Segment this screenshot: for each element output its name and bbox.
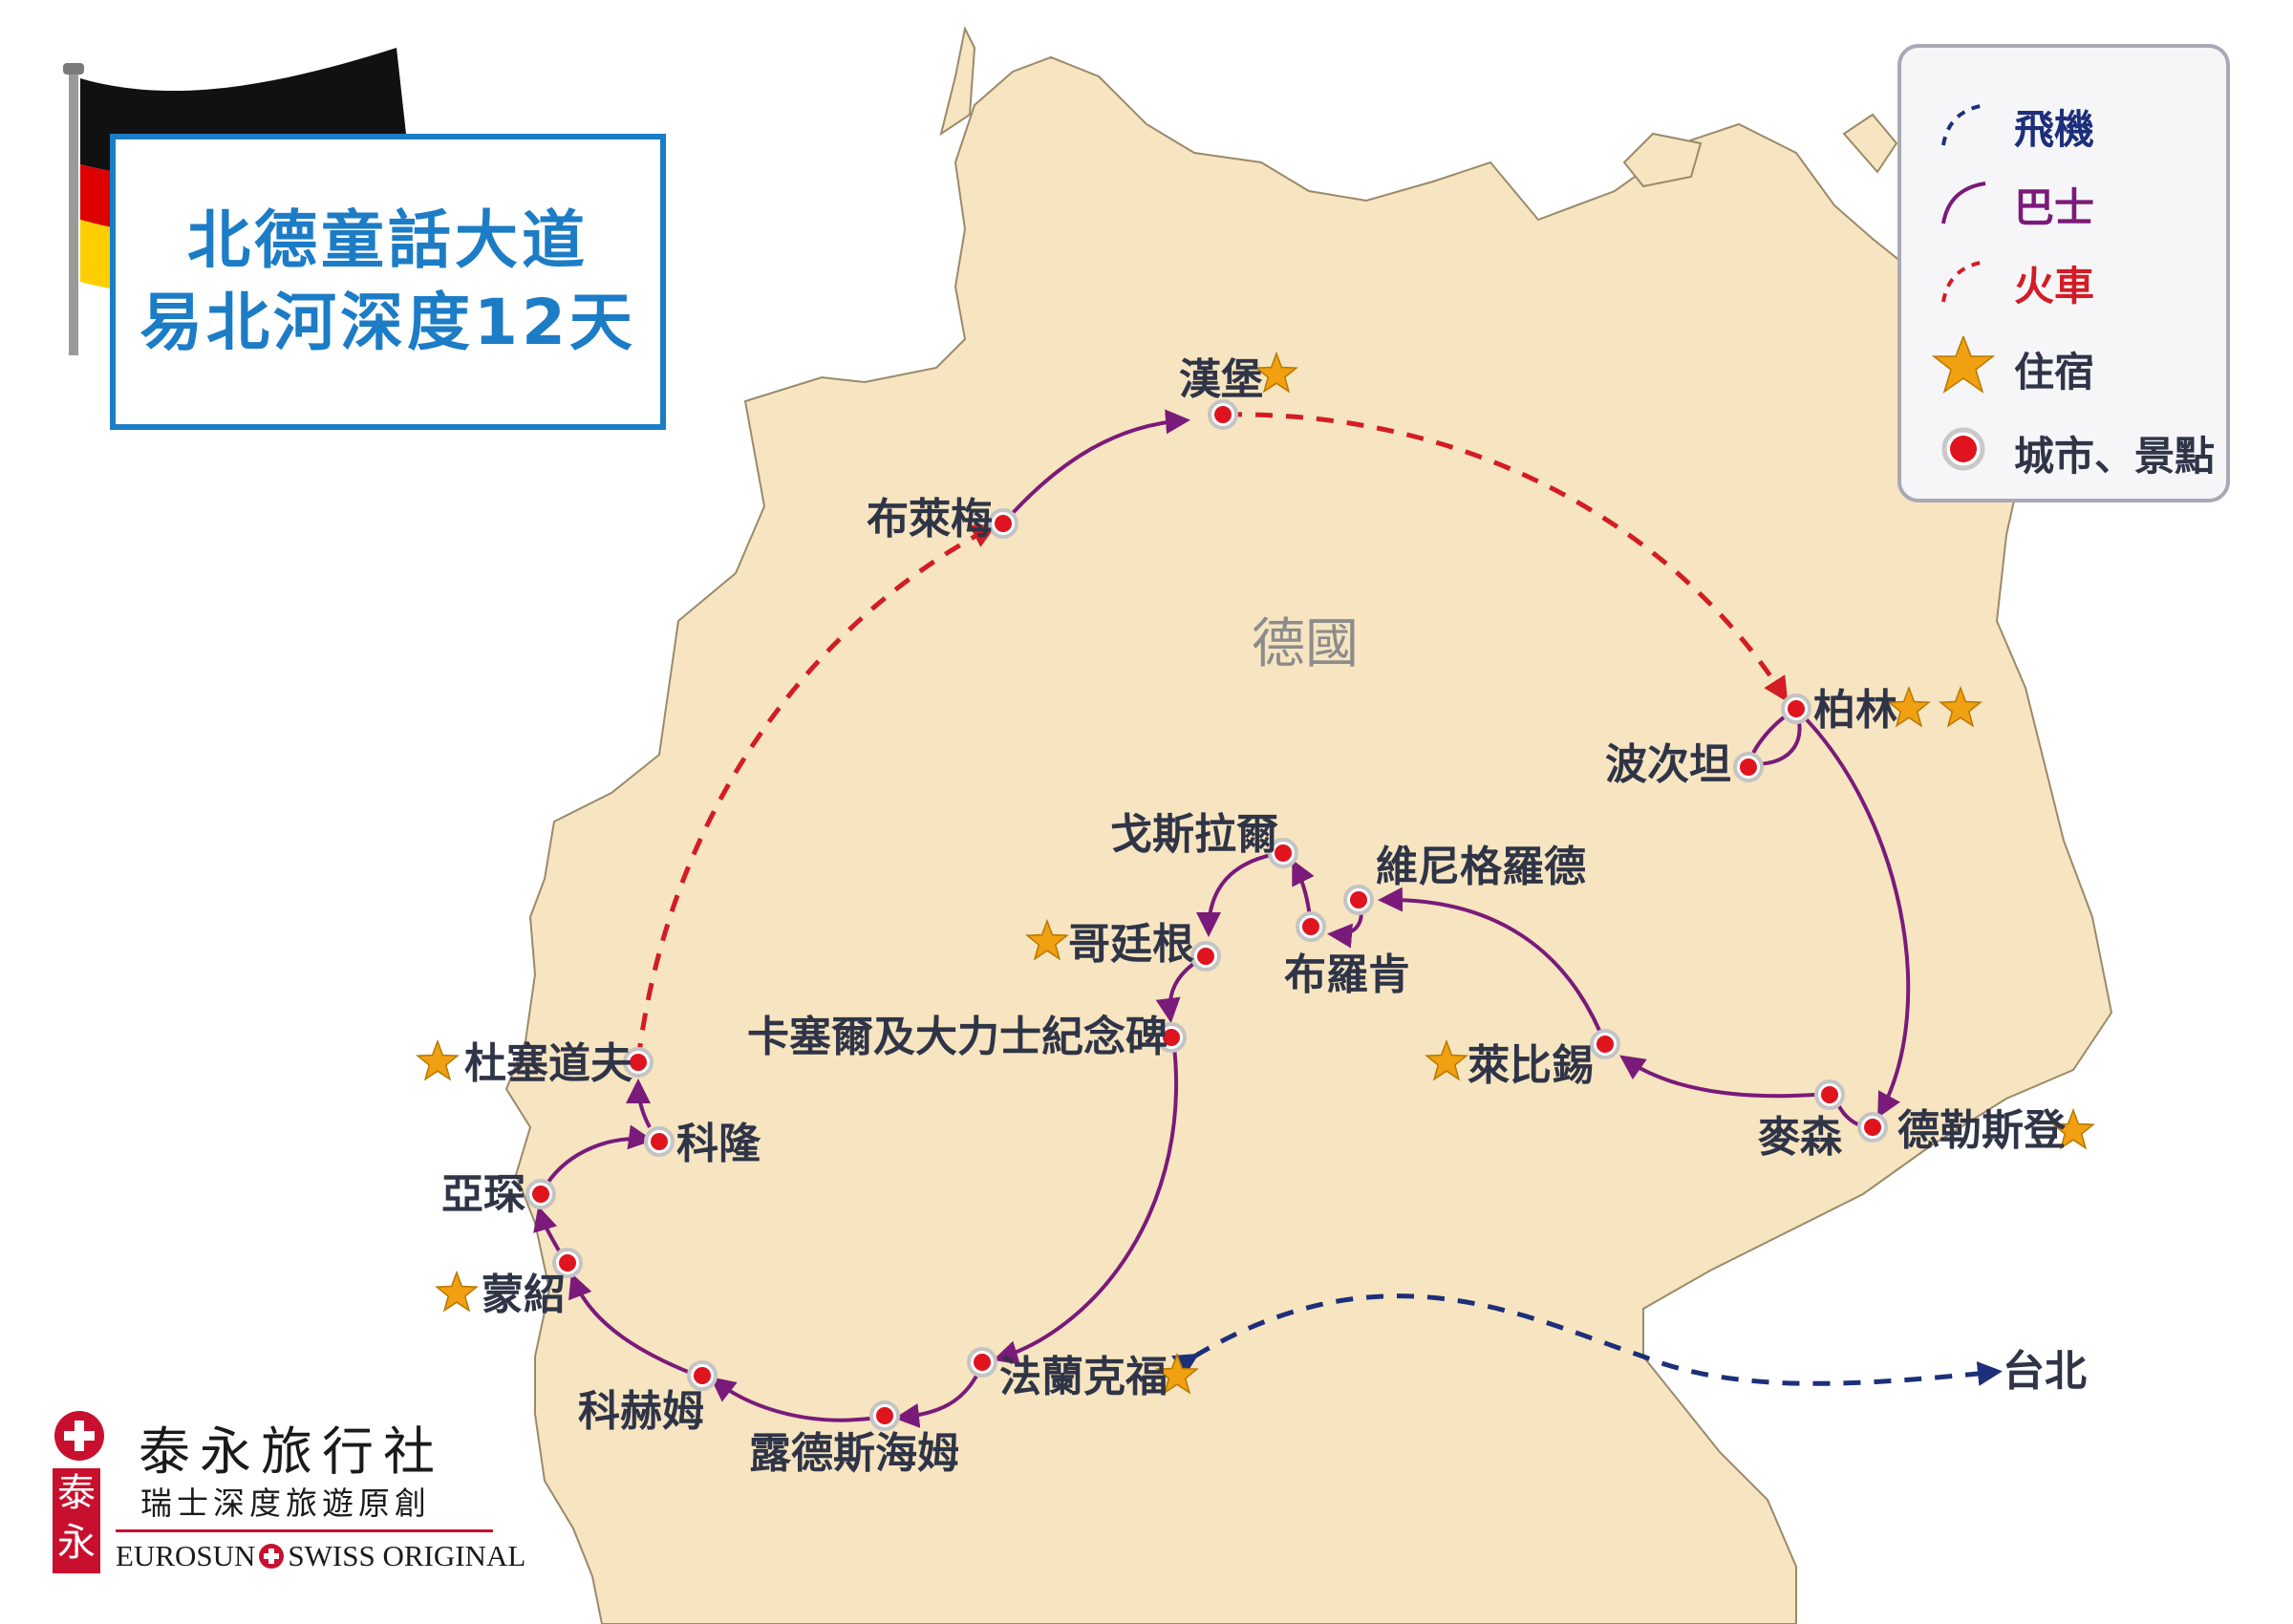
city-dot-leipzig: [1590, 1029, 1620, 1059]
star-icon-leipzig-1: [1425, 1038, 1468, 1081]
train-route-hamburg-berlin: [1224, 412, 1789, 703]
city-dot-goettingen: [1190, 941, 1221, 972]
eurosun-logo: 泰永旅行社 泰永 瑞士深度旅遊原創 EUROSUN SWISS ORIGINAL: [53, 1409, 525, 1581]
city-dot-berlin: [1781, 694, 1811, 724]
bus-route-berlin-dresden: [1794, 707, 1911, 1119]
city-dot-duesseldorf: [623, 1047, 654, 1078]
legend-plane: 飛機: [1901, 88, 2226, 155]
legend-bus: 巴士: [1901, 166, 2226, 233]
city-dot-monschau: [552, 1248, 583, 1278]
star-icon: [1931, 336, 1996, 394]
city-label-ruedesheim: 露德斯海姆: [749, 1429, 959, 1478]
swiss-cross-icon: [54, 1411, 104, 1461]
tour-title-line2: 易北河深度12天: [139, 286, 636, 359]
tour-title-line1: 北德童話大道: [187, 203, 589, 277]
logo-en-left: EUROSUN: [116, 1539, 256, 1572]
logo-en-right: SWISS ORIGINAL: [288, 1539, 526, 1572]
city-dot-goslar: [1268, 838, 1298, 868]
city-dots: [525, 399, 1888, 1431]
swiss-cross-small-icon: [259, 1544, 285, 1569]
star-icon-monschau-1: [435, 1270, 479, 1313]
city-label-berlin: 柏林: [1813, 686, 1897, 735]
star-icon-berlin-1: [1887, 685, 1931, 728]
city-dot-wernigerode: [1343, 885, 1374, 915]
star-icon-hamburg-1: [1254, 351, 1298, 394]
bus-route-leipzig-wernigerode: [1378, 887, 1607, 1045]
city-label-goslar: 戈斯拉爾: [1110, 810, 1278, 859]
logo-subtitle: 瑞士深度旅遊原創: [140, 1485, 431, 1522]
city-label-frankfurt: 法蘭克福: [999, 1353, 1168, 1401]
city-dot-icon: [1941, 427, 1985, 471]
star-icon-berlin-2: [1939, 685, 1982, 728]
plane-route-frankfurt-taipei: [1171, 1293, 2003, 1386]
city-dot-bremen: [988, 508, 1018, 539]
city-dot-aachen: [525, 1179, 556, 1209]
city-dot-cologne: [644, 1126, 675, 1157]
city-dot-ruedesheim: [869, 1400, 900, 1431]
star-icon-duesseldorf-1: [416, 1038, 460, 1081]
bus-route-aachen-cologne: [545, 1124, 654, 1186]
country-label: 德國: [1252, 613, 1359, 675]
city-dot-meissen: [1814, 1079, 1845, 1110]
bus-route-goslar-goettingen: [1196, 851, 1281, 937]
city-label-cologne: 科隆: [676, 1120, 761, 1168]
city-dot-dresden: [1857, 1112, 1888, 1143]
legend-train: 火車: [1901, 245, 2226, 311]
city-dot-frankfurt: [967, 1347, 997, 1378]
tour-title-box: 北德童話大道 易北河深度12天: [110, 134, 666, 430]
city-label-goettingen: 哥廷根: [1068, 920, 1194, 969]
star-icon-frankfurt-1: [1155, 1352, 1199, 1395]
lodging-stars: [416, 351, 2095, 1395]
city-label-aachen: 亞琛: [441, 1170, 525, 1219]
city-label-wernigerode: 維尼格羅德: [1376, 843, 1586, 891]
city-label-leipzig: 萊比錫: [1468, 1041, 1594, 1090]
logo-name: 泰永旅行社: [139, 1421, 444, 1482]
city-label-kassel: 卡塞爾及大力士紀念碑: [747, 1013, 1168, 1061]
bus-route-ruedesheim-cochem: [710, 1377, 878, 1422]
city-label-potsdam: 波次坦: [1605, 740, 1731, 789]
germany-land: [504, 55, 2113, 1624]
city-label-meissen: 麥森: [1758, 1113, 1843, 1162]
city-label-hamburg: 漢堡: [1179, 355, 1263, 404]
logo-divider: [116, 1529, 493, 1532]
logo-english: EUROSUN SWISS ORIGINAL: [116, 1539, 525, 1573]
bus-route-bremen-hamburg: [1001, 409, 1190, 525]
city-label-duesseldorf: 杜塞道夫: [464, 1039, 633, 1088]
plane-line-icon: [1941, 103, 1986, 146]
bus-route-meissen-leipzig: [1619, 1055, 1831, 1099]
city-label-monschau: 蒙紹: [482, 1271, 566, 1319]
city-label-blankenburg: 布羅肯: [1284, 951, 1410, 999]
city-label-taipei: 台北: [2003, 1347, 2087, 1396]
city-label-dresden: 德勒斯登: [1897, 1106, 2067, 1155]
bus-route-cologne-duesseldorf: [626, 1079, 652, 1128]
bus-line-icon: [1941, 182, 1986, 224]
train-route-duesseldorf-bremen: [635, 524, 997, 1061]
city-dot-cochem: [687, 1360, 718, 1391]
city-dot-potsdam: [1733, 752, 1764, 782]
legend-city: 城市、景點: [1901, 415, 2226, 481]
train-line-icon: [1941, 260, 1986, 303]
city-label-cochem: 科赫姆: [578, 1387, 704, 1436]
bus-route-frankfurt-ruedesheim: [894, 1365, 983, 1428]
star-icon-dresden-1: [2051, 1107, 2095, 1150]
city-dot-kassel: [1156, 1022, 1187, 1053]
city-dot-blankenburg: [1296, 911, 1326, 942]
bus-route-cochem-monschau: [568, 1272, 694, 1376]
bus-route-kassel-frankfurt: [993, 1037, 1179, 1365]
legend-stay: 住宿: [1901, 331, 2226, 397]
city-label-bremen: 布萊梅: [867, 495, 993, 544]
city-dot-hamburg: [1208, 399, 1238, 430]
map-legend: 飛機 巴士 火車 住宿 城市、景點: [1897, 44, 2230, 502]
star-icon-goettingen-1: [1025, 918, 1069, 961]
logo-seal: 泰永: [53, 1468, 100, 1573]
